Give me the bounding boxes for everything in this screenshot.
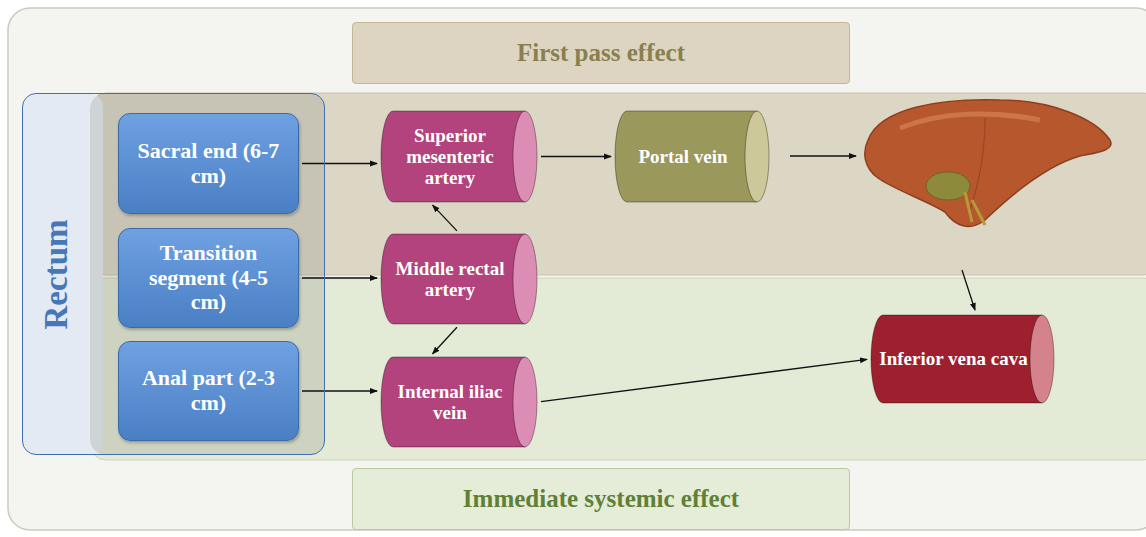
node-text: Superior mesenteric artery (388, 125, 512, 189)
vessel-cylinder: Internal iliac vein (380, 356, 538, 448)
liver-illustration (865, 100, 1111, 227)
node-text: Anal part (2-3 cm) (129, 366, 288, 415)
node-text: Inferior vena cava (879, 348, 1027, 369)
rectum-segment: Transition segment (4-5 cm) (118, 228, 299, 328)
rectum-segment: Sacral end (6-7 cm) (118, 113, 299, 214)
flow-arrow (433, 205, 457, 231)
vessel-cylinder: Superior mesenteric artery (380, 110, 538, 203)
node-text: Rectum (38, 219, 75, 329)
vessel-cylinder: Portal vein (614, 110, 770, 203)
rectum-title-holder: Rectum (23, 94, 89, 454)
node-text: Portal vein (638, 146, 727, 167)
liver-to-cava-arrow (962, 270, 975, 310)
rectum-overlay (90, 93, 325, 455)
rectum-panel: Rectum Sacral end (6-7 cm) Transition segm… (22, 93, 325, 455)
flow-arrow (302, 277, 377, 278)
node-text: Internal iliac vein (388, 381, 512, 424)
node-text: Transition segment (4-5 cm) (129, 241, 288, 315)
node-text: First pass effect (517, 39, 685, 67)
vessel-cylinder: Inferior vena cava (870, 314, 1055, 404)
effect-label: First pass effect (352, 22, 850, 84)
flow-arrow (541, 359, 867, 401)
effect-label: Immediate systemic effect (352, 468, 850, 530)
flow-arrow (302, 163, 377, 164)
vessel-cylinder: Middle rectal artery (380, 233, 538, 325)
flow-arrow (433, 327, 457, 354)
rectum-segment: Anal part (2-3 cm) (118, 341, 299, 441)
flow-arrow (541, 156, 611, 157)
node-text: Sacral end (6-7 cm) (129, 139, 288, 188)
portal-to-liver-arrow (790, 155, 856, 156)
node-text: Immediate systemic effect (463, 485, 739, 513)
node-text: Middle rectal artery (388, 258, 512, 301)
flow-arrow (302, 390, 377, 391)
